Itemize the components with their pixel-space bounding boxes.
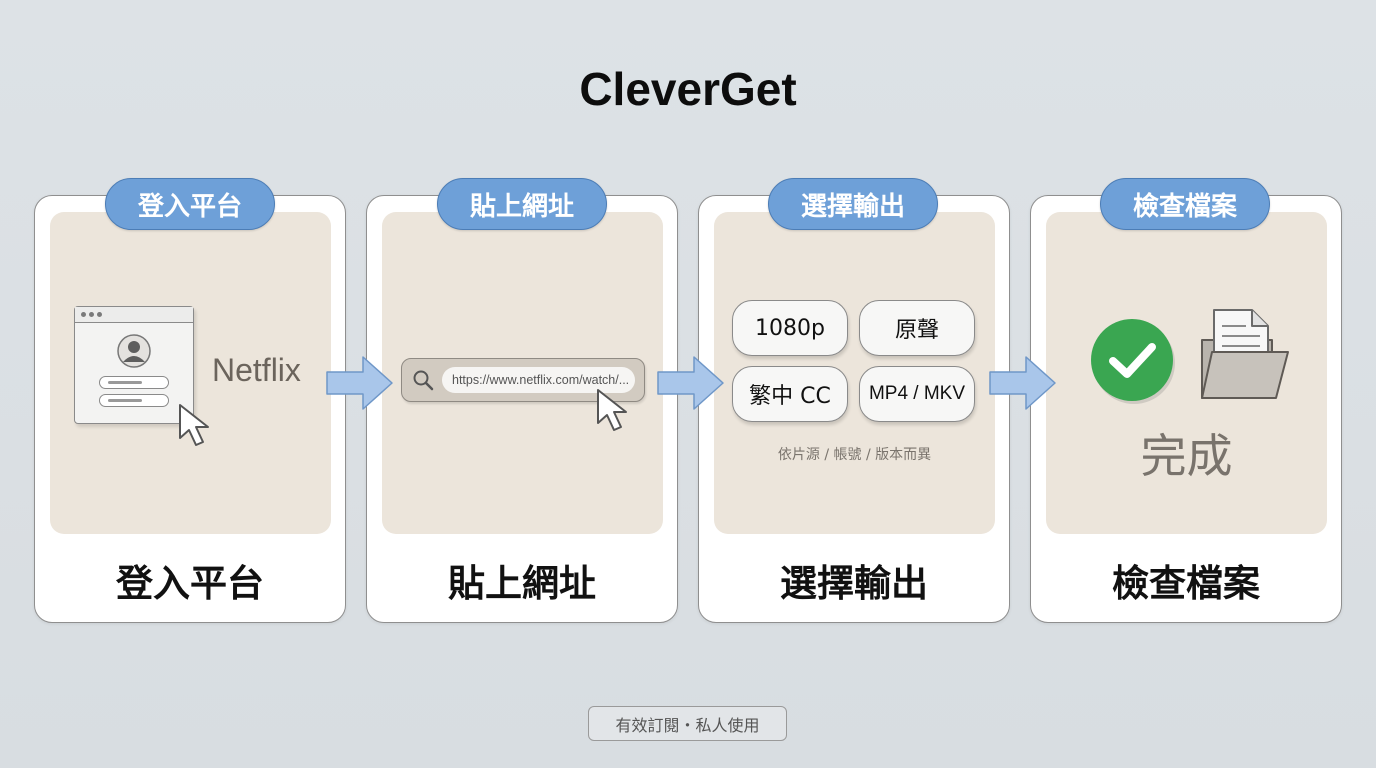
footer-note: 有效訂閱・私人使用 (588, 706, 787, 741)
step-illustration-paste-url: https://www.netflix.com/watch/... (382, 212, 663, 534)
availability-note: 依片源 / 帳號 / 版本而異 (777, 447, 932, 463)
step-caption: 貼上網址 (448, 562, 596, 605)
option-resolution: 1080p (732, 300, 848, 356)
step-caption: 選擇輸出 (780, 562, 928, 605)
login-field-username (99, 376, 169, 389)
arrow-right-icon (326, 356, 393, 410)
step-card-select-output: 1080p 原聲 繁中 CC MP4 / MKV 依片源 / 帳號 / 版本而異… (698, 195, 1010, 623)
option-format: MP4 / MKV (859, 366, 975, 422)
checkmark-icon (1091, 319, 1175, 404)
step-badge-login: 登入平台 (105, 178, 275, 230)
step-illustration-select-output: 1080p 原聲 繁中 CC MP4 / MKV 依片源 / 帳號 / 版本而異 (714, 212, 995, 534)
step-badge-select-output: 選擇輸出 (768, 178, 938, 230)
option-subtitle: 繁中 CC (732, 366, 848, 422)
step-illustration-login: Netflix (50, 212, 331, 534)
url-text: https://www.netflix.com/watch/... (442, 367, 635, 393)
folder-document-icon (1201, 309, 1289, 399)
arrow-right-icon (989, 356, 1056, 410)
step-illustration-check-file: 完成 (1046, 212, 1327, 534)
arrow-right-icon (657, 356, 724, 410)
search-icon (413, 370, 434, 391)
browser-window-icon (74, 306, 194, 424)
step-caption: 檢查檔案 (1112, 562, 1260, 605)
step-card-paste-url: https://www.netflix.com/watch/... 貼上網址 (366, 195, 678, 623)
url-bar: https://www.netflix.com/watch/... (401, 358, 645, 402)
step-caption: 登入平台 (116, 562, 264, 605)
user-avatar-icon (117, 334, 151, 368)
diagram-title: CleverGet (579, 63, 797, 115)
completion-status: 完成 (1140, 429, 1233, 483)
step-card-login: Netflix 登入平台 (34, 195, 346, 623)
login-field-password (99, 394, 169, 407)
cursor-icon (179, 404, 209, 446)
step-badge-paste-url: 貼上網址 (437, 178, 607, 230)
step-badge-check-file: 檢查檔案 (1100, 178, 1270, 230)
step-card-check-file: 完成 檢查檔案 (1030, 195, 1342, 623)
option-audio: 原聲 (859, 300, 975, 356)
cursor-icon (597, 389, 627, 431)
platform-label: Netflix (212, 352, 301, 388)
